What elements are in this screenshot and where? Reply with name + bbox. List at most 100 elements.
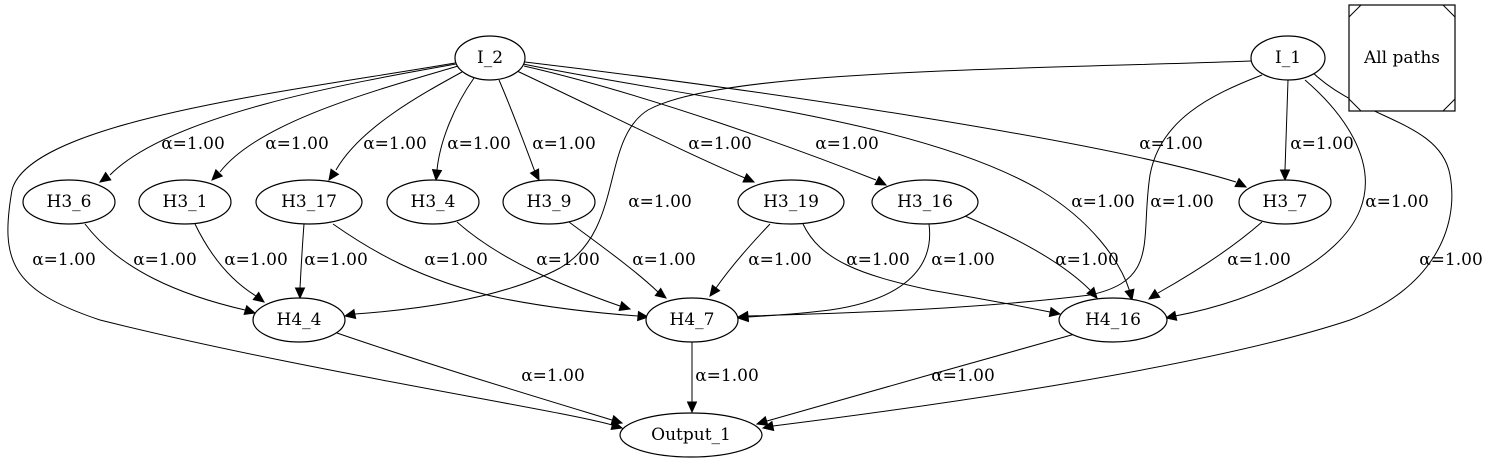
legend-corner-marks — [1348, 4, 1456, 112]
node-label: I_1 — [1275, 48, 1301, 68]
edge-weight-label: α=1.00 — [628, 192, 692, 212]
node-ellipse — [454, 35, 526, 81]
edge-h4-4-to-output-1: α=1.00 — [333, 331, 624, 426]
edge-line — [194, 223, 257, 297]
edge-h3-16-to-h4-7: α=1.00 — [736, 223, 995, 323]
edge-i-2-to-h3-19: α=1.00 — [516, 70, 756, 183]
edge-line — [299, 223, 305, 289]
node-ellipse — [1238, 179, 1332, 225]
edge-line — [747, 223, 931, 318]
edge-i-2-to-h4-16: α=1.00 — [522, 63, 1135, 302]
node-h3-17[interactable]: H3_17 — [255, 179, 363, 225]
edge-weight-label: α=1.00 — [1419, 250, 1483, 270]
arrowhead — [99, 171, 112, 183]
edge-h3-19-to-h4-16: α=1.00 — [802, 223, 1062, 318]
node-label: H4_7 — [670, 310, 715, 330]
node-h3-9[interactable]: H3_9 — [502, 179, 596, 225]
edge-weight-label: α=1.00 — [1227, 250, 1291, 270]
edge-line — [333, 331, 613, 421]
edge-line — [498, 79, 536, 173]
edge-weight-label: α=1.00 — [304, 250, 368, 270]
node-ellipse — [737, 179, 845, 225]
edge-weight-label: α=1.00 — [32, 250, 96, 270]
arrowhead — [529, 168, 540, 182]
edge-weight-label: α=1.00 — [1071, 192, 1135, 212]
arrowhead — [431, 169, 443, 182]
arrowhead — [637, 310, 650, 322]
node-label: H3_7 — [1263, 192, 1308, 212]
node-ellipse — [871, 179, 979, 225]
edge-line — [523, 65, 877, 181]
arrowhead — [343, 308, 357, 320]
node-h4-7[interactable]: H4_7 — [645, 297, 739, 343]
arrowhead — [742, 172, 756, 183]
arrowhead — [294, 287, 306, 300]
arrowhead — [686, 401, 698, 414]
edge-h3-19-to-h4-7: α=1.00 — [709, 223, 812, 297]
node-label: H3_4 — [411, 192, 456, 212]
arrowhead — [252, 291, 265, 303]
edge-weight-label: α=1.00 — [695, 366, 759, 386]
edge-line — [1284, 79, 1289, 171]
edge-line — [766, 333, 1076, 422]
node-label: H3_19 — [763, 192, 819, 212]
node-i-2[interactable]: I_2 — [454, 35, 526, 81]
edge-line — [524, 61, 1237, 183]
node-label: H3_6 — [47, 192, 92, 212]
edge-line — [964, 215, 1091, 291]
node-h4-4[interactable]: H4_4 — [252, 297, 346, 343]
node-h3-6[interactable]: H3_6 — [22, 179, 116, 225]
edge-line — [772, 69, 1453, 427]
edge-line — [84, 223, 246, 311]
edge-line — [335, 71, 463, 171]
edge-h3-1-to-h4-4: α=1.00 — [194, 223, 288, 303]
node-label: I_2 — [477, 48, 503, 68]
arrowhead — [1147, 288, 1161, 300]
arrowhead — [736, 311, 749, 323]
node-h3-4[interactable]: H3_4 — [386, 179, 480, 225]
edge-weight-label: α=1.00 — [931, 250, 995, 270]
arrowhead — [1279, 169, 1291, 182]
edge-weight-label: α=1.00 — [224, 250, 288, 270]
edge-i-1-to-h3-7: α=1.00 — [1279, 79, 1354, 182]
legend-label: All paths — [1363, 48, 1440, 68]
node-label: Output_1 — [651, 425, 731, 445]
edge-i-2-to-h3-16: α=1.00 — [523, 65, 888, 186]
node-label: H4_4 — [277, 310, 322, 330]
edge-i-2-to-h3-6: α=1.00 — [99, 63, 457, 183]
edge-line — [516, 70, 746, 179]
node-h4-16[interactable]: H4_16 — [1058, 297, 1168, 343]
edge-line — [219, 65, 459, 173]
edge-line — [332, 223, 639, 317]
node-label: H3_17 — [281, 192, 337, 212]
node-h3-1[interactable]: H3_1 — [138, 179, 232, 225]
node-ellipse — [1058, 297, 1168, 343]
node-h3-19[interactable]: H3_19 — [737, 179, 845, 225]
node-i-1[interactable]: I_1 — [1250, 35, 1326, 81]
edge-line — [802, 223, 1051, 313]
node-ellipse — [386, 179, 480, 225]
legend-frame — [1348, 4, 1456, 112]
edge-i-2-to-h3-9: α=1.00 — [498, 79, 596, 182]
nodes-layer: I_2 I_1H3_6 H3_1 H3_17 H3_4 H3_9 H3_19 H3_16 H3_… — [22, 35, 1332, 458]
edge-weight-label: α=1.00 — [1365, 192, 1429, 212]
node-h3-16[interactable]: H3_16 — [871, 179, 979, 225]
edge-weight-label: α=1.00 — [363, 134, 427, 154]
arrowhead — [654, 287, 667, 299]
arrowhead — [1164, 310, 1178, 321]
edge-weight-label: α=1.00 — [424, 250, 488, 270]
node-output-1[interactable]: Output_1 — [619, 412, 763, 458]
edge-line — [715, 223, 771, 289]
arrowhead — [243, 304, 257, 316]
node-h3-7[interactable]: H3_7 — [1238, 179, 1332, 225]
edge-line — [354, 60, 1253, 315]
edge-i-2-to-h3-17: α=1.00 — [328, 71, 463, 181]
edge-h3-9-to-h4-7: α=1.00 — [568, 221, 696, 299]
edge-weight-label: α=1.00 — [536, 250, 600, 270]
arrowhead — [211, 168, 224, 181]
edge-line — [456, 221, 621, 307]
arrowhead — [1086, 286, 1098, 299]
legend-box: All paths — [1348, 4, 1456, 112]
edge-line — [747, 74, 1263, 317]
edge-weight-label: α=1.00 — [532, 134, 596, 154]
